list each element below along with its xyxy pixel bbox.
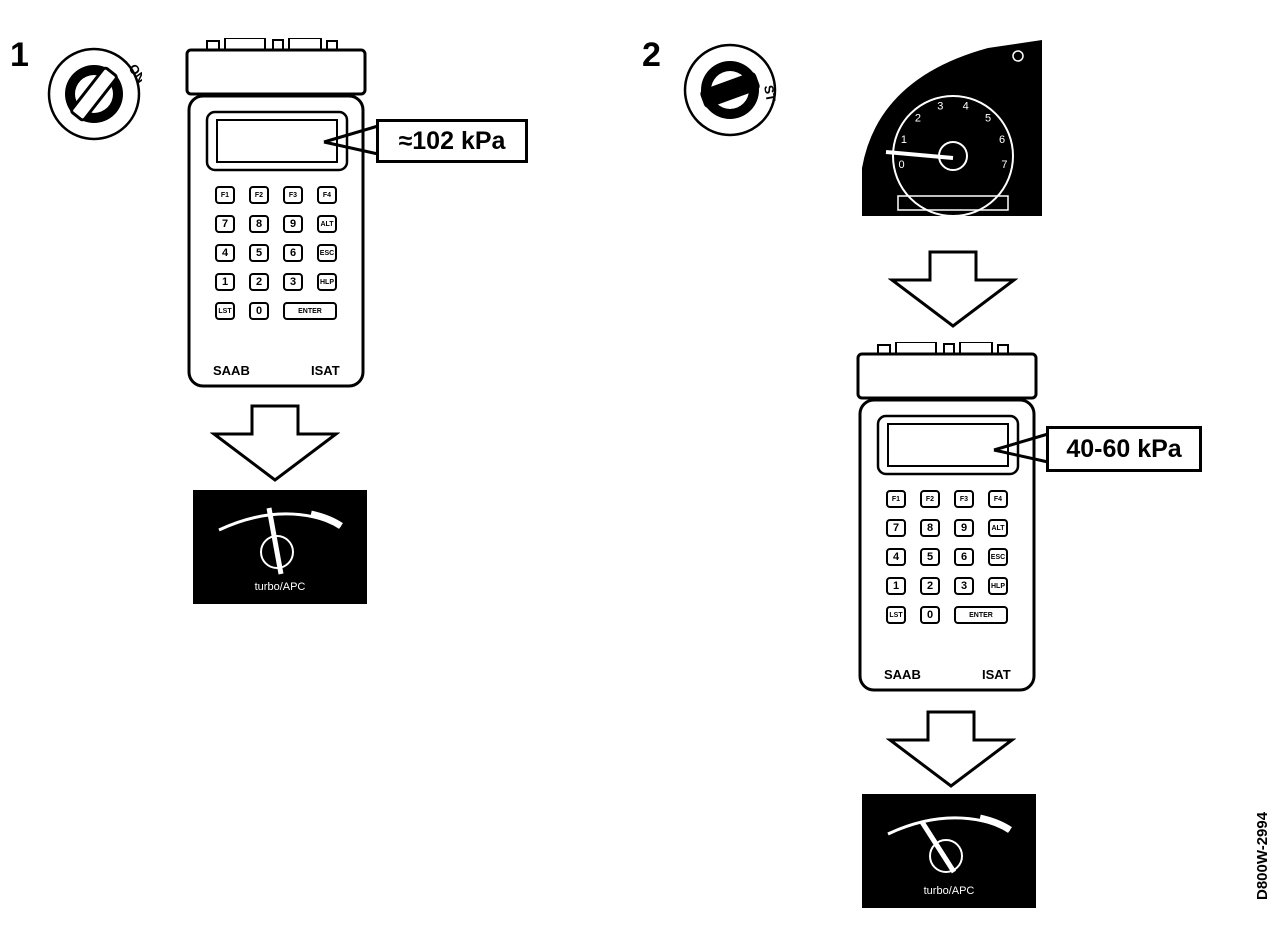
keypad-key: LST bbox=[886, 606, 906, 624]
keypad-key: 8 bbox=[249, 215, 269, 233]
brand-saab: SAAB bbox=[213, 363, 250, 378]
keypad-key: F1 bbox=[886, 490, 906, 508]
down-arrow-icon bbox=[888, 250, 1018, 328]
keypad-key: F4 bbox=[317, 186, 337, 204]
keypad-key: 1 bbox=[215, 273, 235, 291]
keypad-key: F2 bbox=[249, 186, 269, 204]
figure-code: D800W-2994 bbox=[1254, 811, 1271, 900]
ignition-switch-on-icon: ON bbox=[47, 47, 142, 141]
keypad-key: 7 bbox=[886, 519, 906, 537]
boost-gauge-2: turbo/APC bbox=[862, 794, 1036, 908]
brand-isat: ISAT bbox=[982, 667, 1011, 682]
keypad-key: 2 bbox=[920, 577, 940, 595]
ignition-switch-start-icon: ST bbox=[683, 43, 778, 137]
keypad-key: ESC bbox=[317, 244, 337, 262]
keypad-key: 4 bbox=[215, 244, 235, 262]
keypad-key: 6 bbox=[954, 548, 974, 566]
tachometer-tick-label: 4 bbox=[963, 101, 969, 113]
keypad-key: 3 bbox=[283, 273, 303, 291]
keypad-key: ALT bbox=[988, 519, 1008, 537]
tachometer-tick-label: 0 bbox=[899, 159, 905, 171]
keypad-key: F1 bbox=[215, 186, 235, 204]
keypad-key: F4 bbox=[988, 490, 1008, 508]
keypad-key: ENTER bbox=[283, 302, 337, 320]
keypad-key: HLP bbox=[317, 273, 337, 291]
tachometer-tick-label: 2 bbox=[915, 113, 921, 125]
keypad-key: 5 bbox=[920, 548, 940, 566]
brand-saab: SAAB bbox=[884, 667, 921, 682]
pressure-callout-2: 40-60 kPa bbox=[1046, 426, 1202, 472]
tachometer-tick-label: 5 bbox=[985, 113, 991, 125]
keypad-key: 8 bbox=[920, 519, 940, 537]
keypad-key: F2 bbox=[920, 490, 940, 508]
keypad-key: 9 bbox=[283, 215, 303, 233]
brand-isat: ISAT bbox=[311, 363, 340, 378]
keypad-key: 2 bbox=[249, 273, 269, 291]
keypad-key: ALT bbox=[317, 215, 337, 233]
keypad-key: 7 bbox=[215, 215, 235, 233]
keypad-key: F3 bbox=[954, 490, 974, 508]
keypad-key: 9 bbox=[954, 519, 974, 537]
pressure-callout-1: ≈102 kPa bbox=[376, 119, 528, 163]
keypad-key: 6 bbox=[283, 244, 303, 262]
keypad-key: HLP bbox=[988, 577, 1008, 595]
keypad-key: 5 bbox=[249, 244, 269, 262]
keypad-key: LST bbox=[215, 302, 235, 320]
boost-gauge-1: turbo/APC bbox=[193, 490, 367, 604]
down-arrow-icon bbox=[210, 404, 340, 482]
keypad-key: 0 bbox=[920, 606, 940, 624]
keypad-key: ENTER bbox=[954, 606, 1008, 624]
gauge-label-2: turbo/APC bbox=[924, 885, 975, 897]
gauge-label-1: turbo/APC bbox=[255, 581, 306, 593]
keypad-key: 0 bbox=[249, 302, 269, 320]
callout-pointer-2 bbox=[993, 432, 1049, 464]
tachometer-tick-label: 3 bbox=[937, 101, 943, 113]
callout-pointer-1 bbox=[323, 124, 379, 156]
keypad-key: 1 bbox=[886, 577, 906, 595]
keypad-key: 3 bbox=[954, 577, 974, 595]
tachometer-tick-label: 6 bbox=[999, 134, 1005, 146]
keypad-key: F3 bbox=[283, 186, 303, 204]
tachometer-tick-label: 7 bbox=[1001, 159, 1007, 171]
down-arrow-icon bbox=[886, 710, 1016, 788]
keypad-key: ESC bbox=[988, 548, 1008, 566]
step-number-2: 2 bbox=[642, 36, 661, 74]
keypad-key: 4 bbox=[886, 548, 906, 566]
tachometer-tick-label: 1 bbox=[901, 134, 907, 146]
step-number-1: 1 bbox=[10, 36, 29, 74]
switch-label-st: ST bbox=[761, 84, 778, 103]
